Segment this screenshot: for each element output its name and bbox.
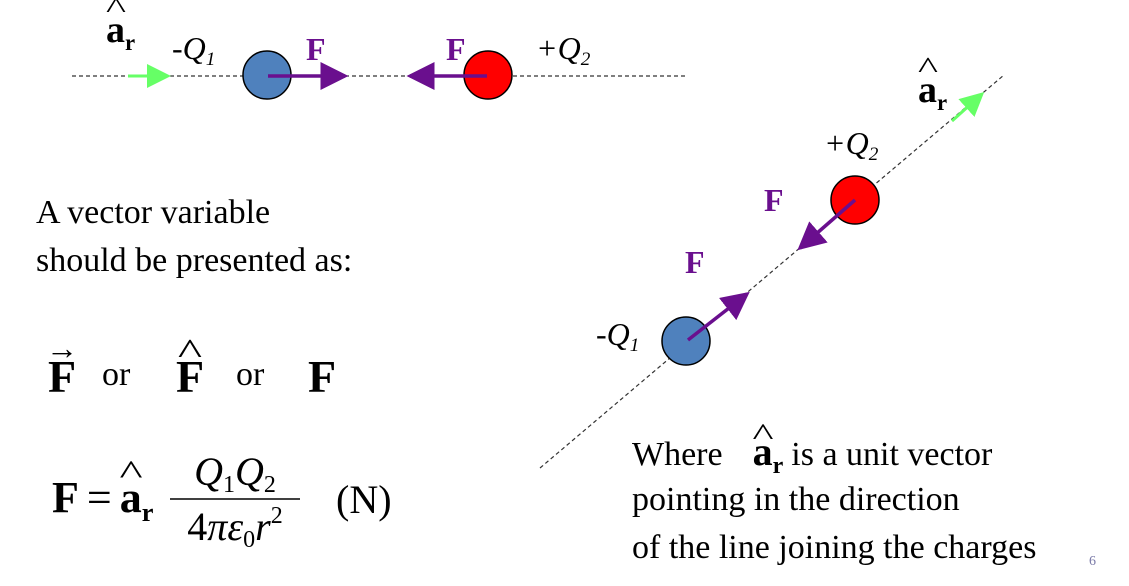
slanted-negative-charge (661, 316, 711, 366)
top-force-label-left: F (306, 31, 326, 67)
slanted-unit-vector-arrow (950, 91, 985, 123)
notation-bold-vector: F (308, 351, 337, 402)
slanted-force-label-upper: F (764, 182, 784, 218)
top-charge2-label: +Q2 (536, 30, 591, 70)
slanted-force-label-lower: F (685, 244, 705, 280)
top-force-label-right: F (446, 31, 466, 67)
notation-arrow-vector: F (48, 350, 76, 403)
slanted-charge2-label: +Q2 (824, 125, 879, 165)
slanted-axis-line (539, 74, 1005, 469)
explanation-line-2: should be presented as: (36, 242, 353, 279)
caption-line-2: pointing in the direction (632, 481, 960, 518)
formula-lhs: F=ar (52, 472, 153, 527)
caption-line-1: Wherearis a unit vector (632, 432, 992, 480)
explanation-line-1: A vector variable (36, 194, 271, 231)
slanted-force-arrow-up (686, 291, 750, 342)
page-number: 6 (1089, 554, 1096, 569)
notation-or-1: or (102, 356, 131, 393)
formula-unit: (N) (336, 477, 392, 522)
top-unit-vector-label: ar (106, 8, 135, 55)
top-charge1-label: -Q1 (172, 30, 216, 70)
formula-denominator: 4πε0r2 (187, 503, 283, 554)
notation-or-2: or (236, 356, 265, 393)
slanted-force-arrow-down (797, 198, 857, 251)
formula-numerator: Q1Q2 (194, 449, 276, 499)
notation-hat-vector: F (176, 350, 204, 403)
slanted-unit-vector-label: ar (918, 68, 947, 115)
slanted-charge1-label: -Q1 (596, 316, 640, 356)
caption-line-3: of the line joining the charges (632, 529, 1037, 566)
